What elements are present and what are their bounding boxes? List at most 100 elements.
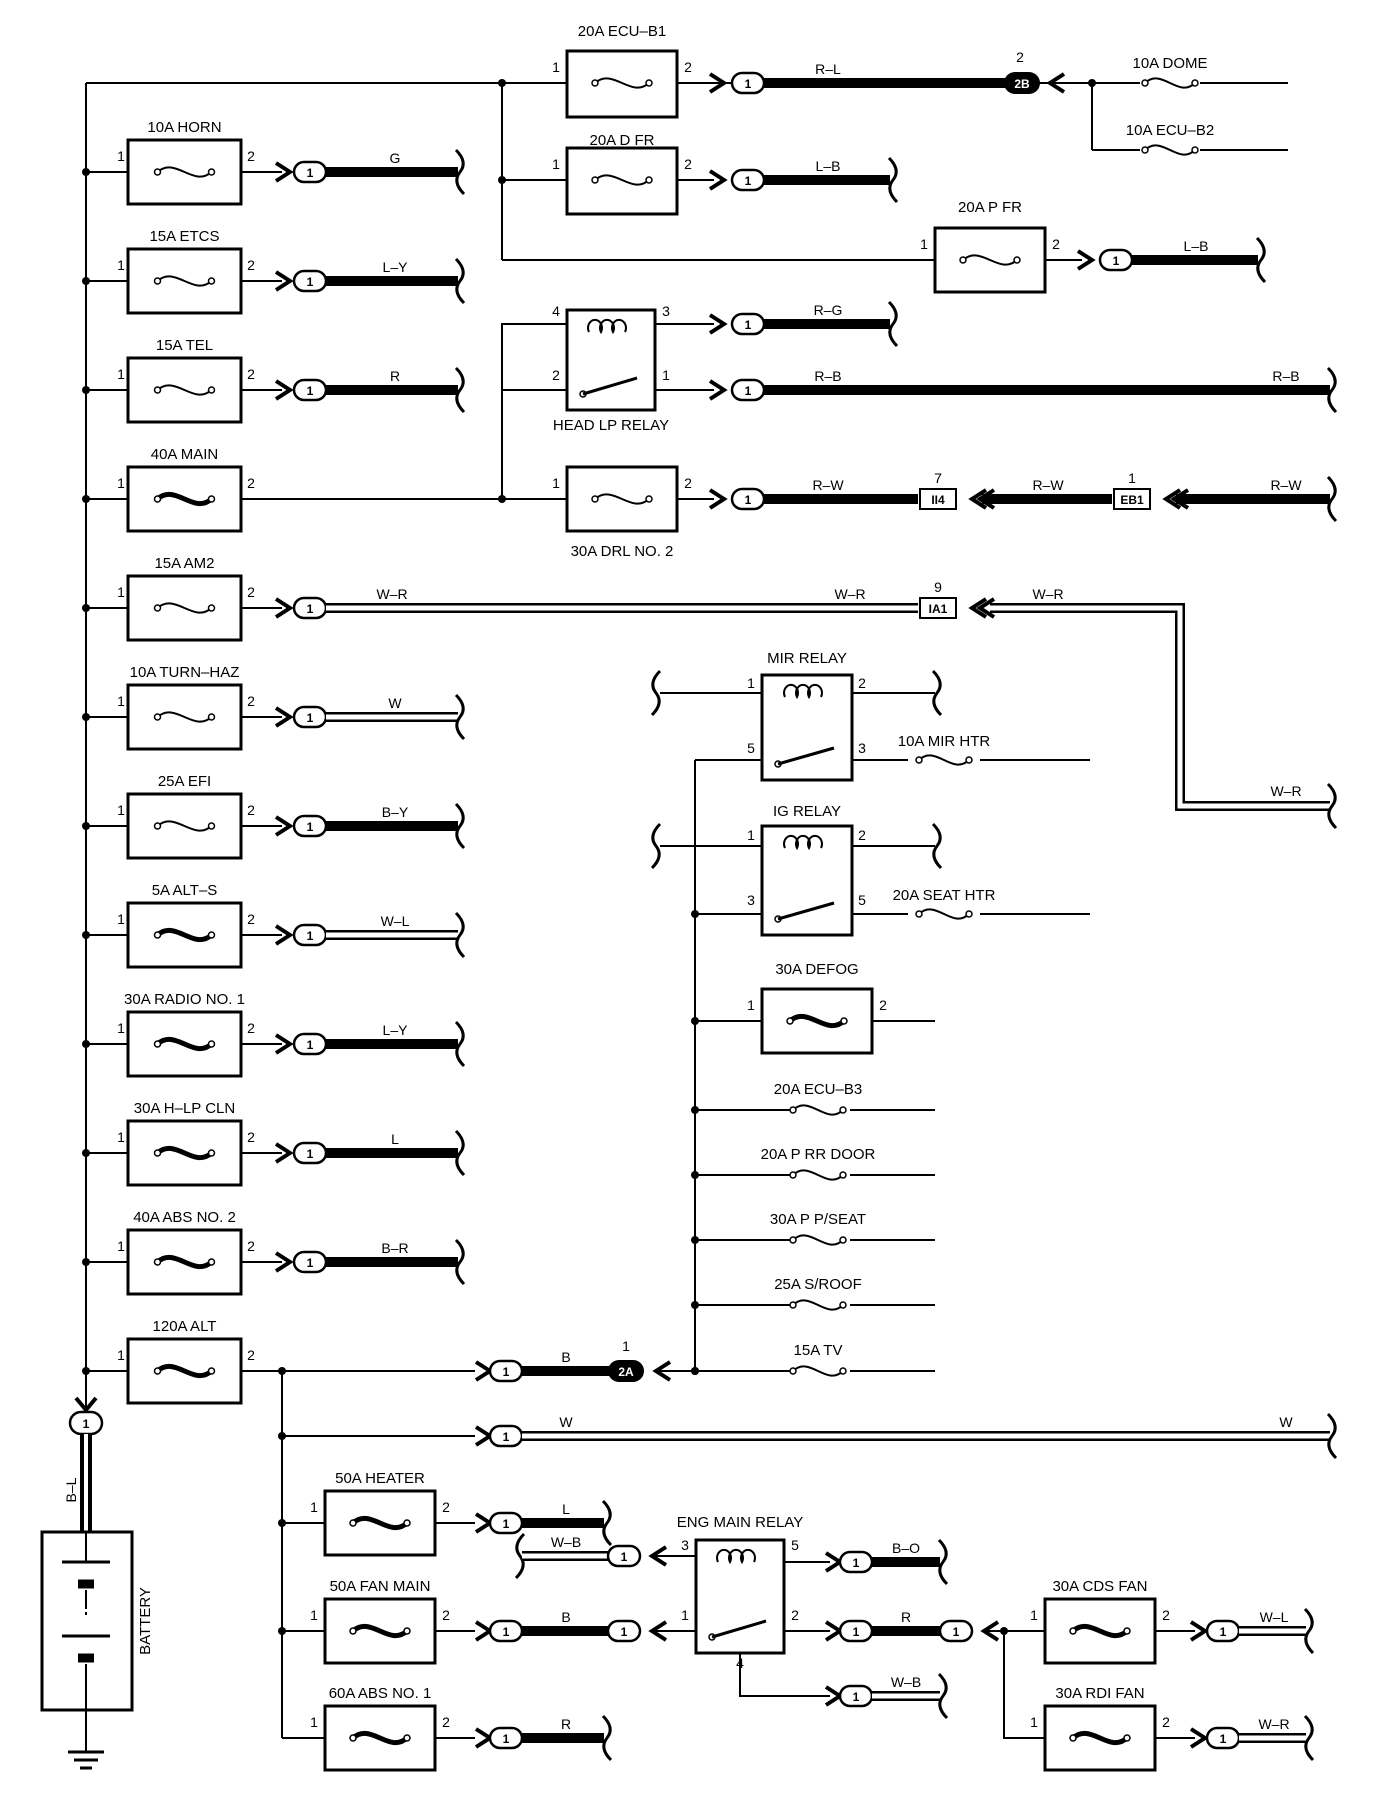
pin-number: 4 [552, 303, 560, 319]
fuse-terminal [207, 1258, 216, 1266]
fuse-terminal [839, 1367, 847, 1375]
connector-label: II4 [931, 493, 945, 507]
fuse-label: 25A S/ROOF [774, 1276, 862, 1293]
connector-pin: 7 [934, 470, 942, 486]
fuse-terminal [645, 79, 653, 87]
wire-color-label: W–R [1270, 783, 1301, 799]
fuse-label: 10A HORN [147, 119, 221, 136]
fuse-terminal [207, 713, 216, 721]
wire-color-label: W–B [891, 1674, 921, 1690]
connector-arrow [648, 1545, 668, 1567]
fuse-label: 50A FAN MAIN [330, 1578, 431, 1595]
fuse-terminal [786, 1017, 794, 1025]
fuse-label: 15A TV [794, 1342, 843, 1359]
pin-number: 2 [247, 693, 255, 709]
fuse-element [792, 1234, 844, 1246]
pin-number: 2 [247, 802, 255, 818]
pin-number: 2 [1052, 236, 1060, 252]
connector-pin: 1 [853, 1690, 860, 1704]
connector-arrow [274, 597, 294, 619]
wire-color-label: R [901, 1609, 911, 1625]
fuse-terminal [1069, 1734, 1077, 1742]
wire-color-label: L–Y [383, 1022, 409, 1038]
fuse-terminal [153, 931, 162, 939]
wire-color-label: B–O [892, 1540, 920, 1556]
connector-arrow [474, 1620, 494, 1642]
connector-pin: 1 [307, 1256, 314, 1270]
battery-label: BATTERY [137, 1587, 154, 1655]
junction-dot [691, 1367, 699, 1375]
wire-harness [1176, 494, 1330, 504]
fuse-element [155, 1145, 214, 1161]
wire-break-mark [454, 148, 466, 196]
fuse-label: 20A P FR [958, 199, 1022, 216]
fuse-terminal [789, 1106, 797, 1114]
wire-harness [872, 1557, 940, 1567]
connector-pin: 1 [853, 1556, 860, 1570]
connector-pin: 1 [307, 1147, 314, 1161]
fuse-terminal [645, 176, 653, 184]
pin-number: 2 [858, 827, 866, 843]
wire-core [84, 1434, 88, 1532]
fuse-label: 10A DOME [1132, 55, 1207, 72]
pin-number: 1 [117, 802, 125, 818]
fuse-terminal [153, 1258, 162, 1266]
connector-arrow [274, 1033, 294, 1055]
pin-number: 2 [1162, 1607, 1170, 1623]
fuse-terminal [403, 1519, 411, 1527]
connector-pin: 1 [503, 1365, 510, 1379]
wire-break-mark [650, 669, 662, 717]
fuse-terminal [207, 822, 216, 830]
pin-number: 1 [117, 257, 125, 273]
fuse-element [155, 1254, 214, 1270]
pin-number: 1 [117, 366, 125, 382]
fuse-label: 30A RDI FAN [1055, 1685, 1144, 1702]
fuse-terminal [959, 256, 967, 264]
wire-color-label: G [390, 150, 401, 166]
fuse-terminal [1123, 1734, 1131, 1742]
wire-break-mark [650, 822, 662, 870]
connector-pin: 1 [307, 1038, 314, 1052]
relay-coil [783, 834, 823, 851]
pin-number: 2 [858, 675, 866, 691]
wire-break-mark [454, 366, 466, 414]
wire-color-label: R–B [1272, 368, 1299, 384]
connector-arrow [1189, 1727, 1209, 1749]
connector-arrow [976, 488, 996, 510]
connector-pin: 1 [745, 384, 752, 398]
fuse-label: 10A ECU–B2 [1126, 122, 1214, 139]
fuse-element [594, 174, 650, 186]
fuse-element [792, 1365, 844, 1377]
pin-number: 2 [1162, 1714, 1170, 1730]
connector-pin: 1 [745, 174, 752, 188]
connector-arrow [652, 1360, 672, 1382]
connector-label: EB1 [1120, 493, 1144, 507]
fuse-label: 15A TEL [156, 337, 213, 354]
fuse-label: 30A DRL NO. 2 [571, 543, 674, 560]
wire-break-mark [454, 257, 466, 305]
connector-pin: 1 [307, 166, 314, 180]
pin-number: 1 [117, 693, 125, 709]
pin-number: 1 [117, 1238, 125, 1254]
fuse-label: 30A DEFOG [775, 961, 858, 978]
pin-number: 2 [247, 1020, 255, 1036]
relay-switch [582, 376, 638, 396]
wire-break-mark [1326, 782, 1338, 830]
pin-number: 3 [747, 892, 755, 908]
connector-arrow [708, 379, 728, 401]
connector-pin: 1 [1220, 1732, 1227, 1746]
fuse-terminal [591, 495, 599, 503]
connector-arrow [474, 1425, 494, 1447]
fuse-element [918, 754, 970, 766]
wire-color-label: R [390, 368, 400, 384]
fuse-terminal [207, 1367, 216, 1375]
fuse-label: 60A ABS NO. 1 [329, 1685, 432, 1702]
connector-pin: 1 [503, 1732, 510, 1746]
fuse-element [792, 1104, 844, 1116]
relay-label: IG RELAY [773, 803, 841, 820]
fuse-element [351, 1623, 409, 1639]
connector-pin: 1 [307, 929, 314, 943]
connector-label: IA1 [929, 602, 948, 616]
wire-color-label: B–R [381, 1240, 408, 1256]
